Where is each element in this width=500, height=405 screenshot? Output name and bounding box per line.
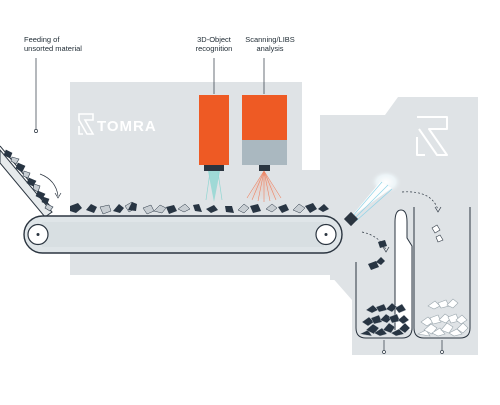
trajectory-arrow-eject <box>401 191 439 211</box>
material-pile-dark <box>359 302 411 337</box>
conveyor-belt <box>23 215 343 254</box>
falling-piece <box>431 224 441 234</box>
air-jet <box>343 170 402 227</box>
feeding-label-line: unsorted material <box>24 44 82 53</box>
scanning-label-line: Scanning/LIBS <box>245 35 295 44</box>
recognition-label-line: recognition <box>195 44 233 53</box>
feeding-label-line: Feeding of <box>24 35 60 44</box>
material-on-belt <box>70 201 329 215</box>
feeding-label: Feeding of unsorted material <box>24 35 82 53</box>
bin-accepted <box>413 207 471 339</box>
recognition-sensor <box>199 95 229 165</box>
scanning-label: Scanning/LIBS analysis <box>232 35 308 53</box>
falling-piece <box>368 261 379 270</box>
bin-rejected <box>355 262 413 339</box>
recognition-beam <box>208 171 220 202</box>
trajectory-arrow-drop <box>361 231 387 251</box>
material-on-chute <box>3 149 54 212</box>
brand-name: TOMRA <box>97 118 157 135</box>
material-pile-light <box>417 298 469 337</box>
outlet-shelf <box>330 268 358 280</box>
tomra-mark-icon <box>416 116 448 156</box>
falling-piece <box>378 240 387 248</box>
splitter <box>394 209 413 330</box>
falling-piece <box>376 257 385 265</box>
recognition-label: 3D-Object recognition <box>176 35 252 53</box>
scanning-label-line: analysis <box>256 44 284 53</box>
feed-arrow <box>39 173 59 197</box>
recognition-label-line: 3D-Object <box>197 35 231 44</box>
tomra-logo-icon <box>78 113 95 135</box>
scanning-sensor <box>242 95 287 140</box>
falling-piece <box>435 234 444 243</box>
